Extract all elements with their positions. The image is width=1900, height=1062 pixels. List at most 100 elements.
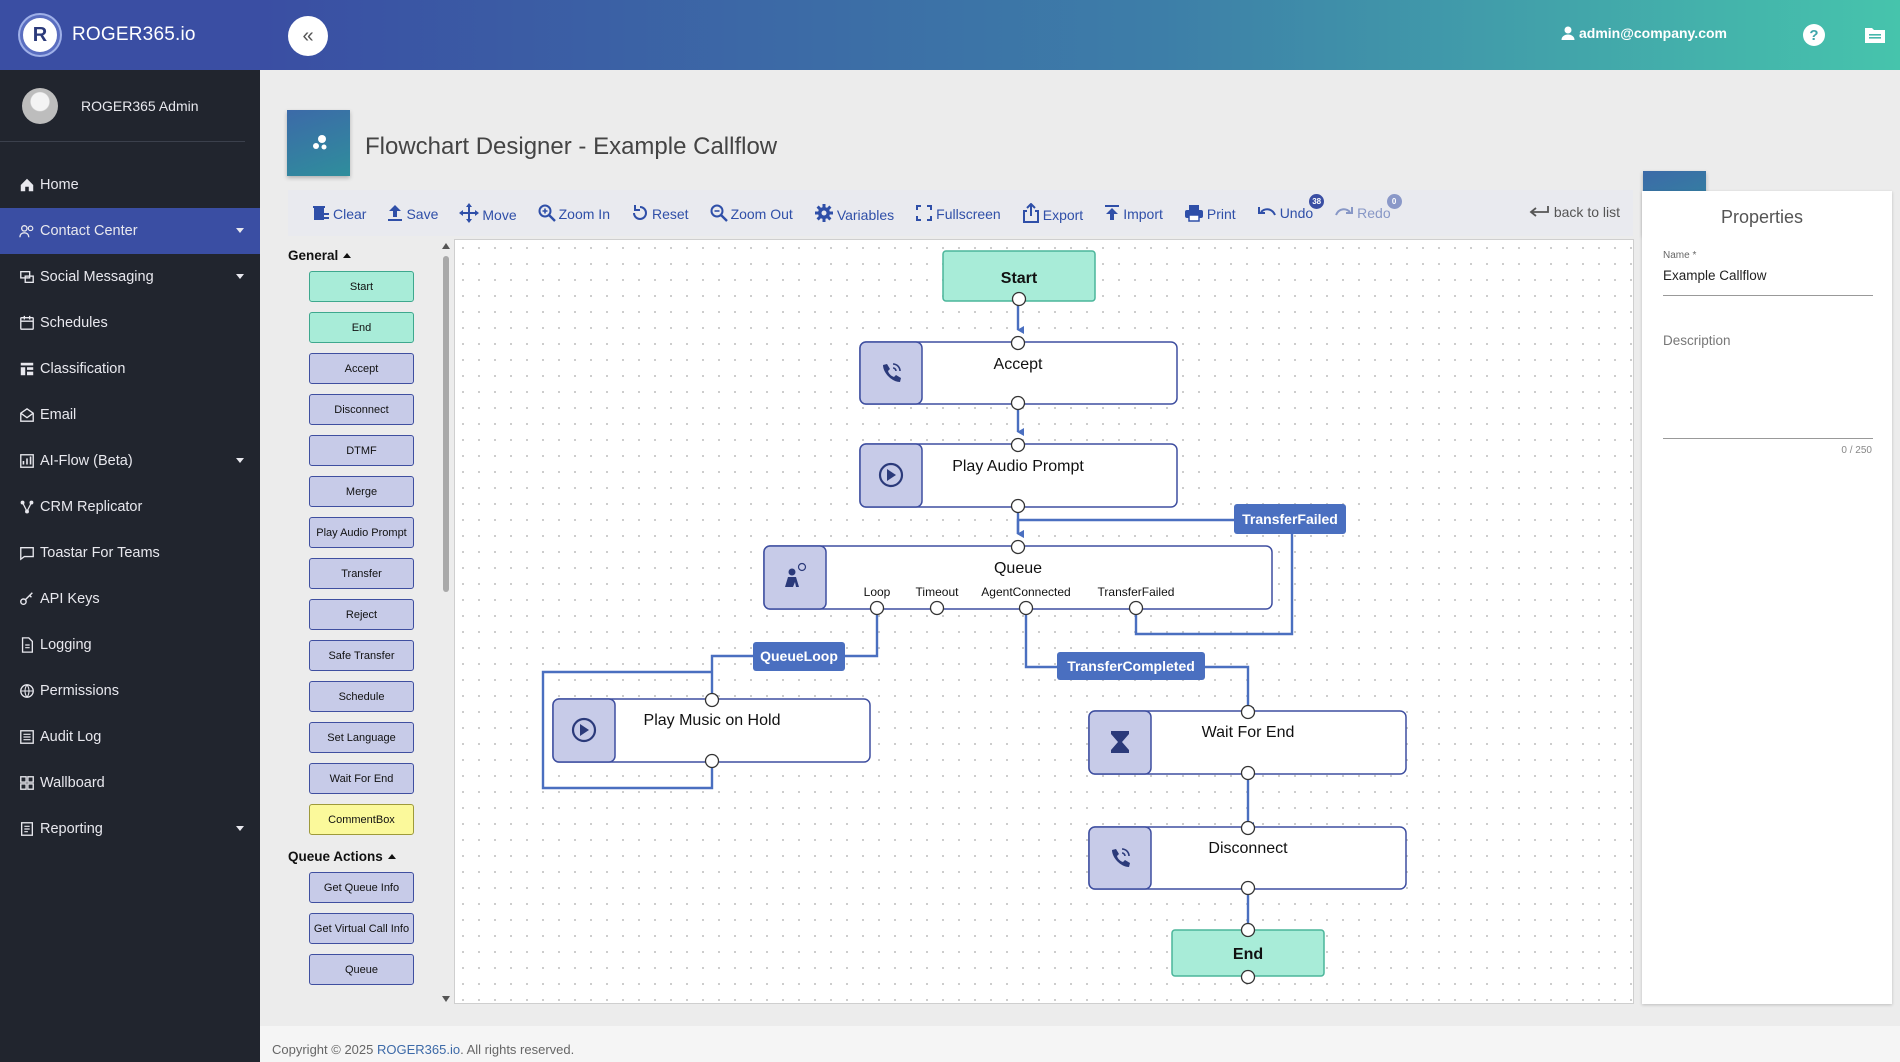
palette-item-accept[interactable]: Accept xyxy=(309,353,414,384)
reset-button[interactable]: Reset xyxy=(631,204,689,222)
import-button[interactable]: Import xyxy=(1104,204,1163,222)
sidebar-item-label: Contact Center xyxy=(40,223,138,239)
palette-item-disconnect[interactable]: Disconnect xyxy=(309,394,414,425)
sidebar-item-permissions[interactable]: Permissions xyxy=(0,668,260,714)
sidebar-item-contact-center[interactable]: Contact Center xyxy=(0,208,260,254)
user-icon xyxy=(1561,26,1575,40)
palette-item-dtmf[interactable]: DTMF xyxy=(309,435,414,466)
sidebar-item-wallboard[interactable]: Wallboard xyxy=(0,760,260,806)
palette-scrollbar[interactable] xyxy=(440,240,452,1005)
palette-item-set-language[interactable]: Set Language xyxy=(309,722,414,753)
ai-flow-icon xyxy=(18,452,36,470)
palette-item-wait-for-end[interactable]: Wait For End xyxy=(309,763,414,794)
node-start-label: Start xyxy=(1001,270,1038,287)
palette-group-general[interactable]: General xyxy=(288,248,453,263)
palette-item-get-virtual-call-info[interactable]: Get Virtual Call Info xyxy=(309,913,414,944)
fullscreen-button[interactable]: Fullscreen xyxy=(915,204,1001,222)
save-button[interactable]: Save xyxy=(387,204,438,222)
zoom-in-icon xyxy=(538,204,556,222)
brand-logo: R xyxy=(20,15,60,55)
sidebar-item-schedules[interactable]: Schedules xyxy=(0,300,260,346)
palette-item-schedule[interactable]: Schedule xyxy=(309,681,414,712)
print-button[interactable]: Print xyxy=(1184,204,1236,222)
sidebar-item-classification[interactable]: Classification xyxy=(0,346,260,392)
sidebar-item-email[interactable]: Email xyxy=(0,392,260,438)
label-transfer-completed[interactable]: TransferCompleted xyxy=(1057,652,1205,680)
zoom-in-button[interactable]: Zoom In xyxy=(538,204,610,222)
printer-icon xyxy=(1184,205,1203,222)
sidebar-item-ai-flow-beta[interactable]: AI-Flow (Beta) xyxy=(0,438,260,484)
sidebar-item-home[interactable]: Home xyxy=(0,162,260,208)
caret-down-icon xyxy=(236,274,244,279)
node-play-music-on-hold[interactable]: Play Music on Hold xyxy=(552,698,871,763)
redo-button[interactable]: Redo 0 xyxy=(1334,194,1402,221)
sidebar-item-social-messaging[interactable]: Social Messaging xyxy=(0,254,260,300)
palette-item-reject[interactable]: Reject xyxy=(309,599,414,630)
account-menu[interactable]: admin@company.com xyxy=(1560,25,1727,41)
export-button[interactable]: Export xyxy=(1022,203,1083,223)
svg-text:TransferCompleted: TransferCompleted xyxy=(1067,658,1195,674)
palette-item-safe-transfer[interactable]: Safe Transfer xyxy=(309,640,414,671)
label-transfer-failed[interactable]: TransferFailed xyxy=(1234,504,1346,534)
node-end[interactable]: End xyxy=(1171,929,1325,977)
collapse-sidebar-button[interactable]: « xyxy=(288,16,328,56)
sidebar-item-audit-log[interactable]: Audit Log xyxy=(0,714,260,760)
upload-icon xyxy=(388,205,403,221)
palette-item-transfer[interactable]: Transfer xyxy=(309,558,414,589)
undo-button[interactable]: Undo 38 xyxy=(1257,194,1325,221)
help-icon[interactable]: ? xyxy=(1803,24,1825,46)
node-disconnect-label: Disconnect xyxy=(1208,840,1288,857)
account-email: admin@company.com xyxy=(1579,25,1727,41)
move-button[interactable]: Move xyxy=(459,203,517,223)
node-queue[interactable]: Queue Loop Timeout AgentConnected Transf… xyxy=(763,545,1273,610)
clear-icon xyxy=(313,206,329,220)
phone-icon xyxy=(1112,848,1130,867)
double-chevron-left-icon: « xyxy=(302,24,314,47)
brand[interactable]: R ROGER365.io xyxy=(0,0,260,70)
import-icon xyxy=(1105,205,1120,220)
node-wait-for-end[interactable]: Wait For End xyxy=(1088,710,1407,775)
sidebar-item-logging[interactable]: Logging xyxy=(0,622,260,668)
back-to-list-link[interactable]: back to list xyxy=(1528,204,1620,220)
footer-link[interactable]: ROGER365.io xyxy=(376,1042,461,1057)
name-label: Name * xyxy=(1663,250,1697,261)
clear-button[interactable]: Clear xyxy=(312,204,366,222)
flowchart-canvas[interactable]: Start Accept Play Audio Prompt xyxy=(454,239,1634,1004)
palette-item-get-queue-info[interactable]: Get Queue Info xyxy=(309,872,414,903)
zoom-out-button[interactable]: Zoom Out xyxy=(710,204,793,222)
description-field-underline xyxy=(1663,438,1873,439)
node-accept[interactable]: Accept xyxy=(859,341,1178,405)
palette-item-start[interactable]: Start xyxy=(309,271,414,302)
node-disconnect[interactable]: Disconnect xyxy=(1088,826,1407,890)
hourglass-icon xyxy=(1111,731,1129,753)
sidebar-item-label: API Keys xyxy=(40,591,100,607)
sidebar-item-toastar-for-teams[interactable]: Toastar For Teams xyxy=(0,530,260,576)
palette-item-queue[interactable]: Queue xyxy=(309,954,414,985)
svg-text:TransferFailed: TransferFailed xyxy=(1242,511,1338,527)
folder-icon[interactable] xyxy=(1864,26,1886,49)
sidebar-item-reporting[interactable]: Reporting xyxy=(0,806,260,852)
globe-icon xyxy=(18,682,36,700)
sidebar-item-crm-replicator[interactable]: CRM Replicator xyxy=(0,484,260,530)
sidebar-item-label: Toastar For Teams xyxy=(40,545,160,561)
palette-item-play-audio-prompt[interactable]: Play Audio Prompt xyxy=(309,517,414,548)
sidebar-item-label: Wallboard xyxy=(40,775,105,791)
variables-button[interactable]: Variables xyxy=(814,203,894,223)
label-queue-loop[interactable]: QueueLoop xyxy=(753,642,845,671)
user-profile[interactable]: ROGER365 Admin xyxy=(0,70,245,142)
name-field[interactable]: Example Callflow xyxy=(1663,268,1767,283)
node-play-audio-prompt[interactable]: Play Audio Prompt xyxy=(859,443,1178,508)
sidebar-item-api-keys[interactable]: API Keys xyxy=(0,576,260,622)
palette-group-queue-actions[interactable]: Queue Actions xyxy=(288,849,453,864)
palette-item-end[interactable]: End xyxy=(309,312,414,343)
queue-agent-icon xyxy=(785,562,807,587)
palette-item-commentbox[interactable]: CommentBox xyxy=(309,804,414,835)
description-field[interactable]: Description xyxy=(1663,333,1731,348)
palette-item-merge[interactable]: Merge xyxy=(309,476,414,507)
sidebar-item-label: AI-Flow (Beta) xyxy=(40,453,133,469)
brand-name: ROGER365.io xyxy=(72,24,196,45)
flow-diagram: Start Accept Play Audio Prompt xyxy=(541,250,1407,985)
sidebar-item-label: Logging xyxy=(40,637,92,653)
file-icon xyxy=(18,636,36,654)
dashboard-icon xyxy=(18,774,36,792)
